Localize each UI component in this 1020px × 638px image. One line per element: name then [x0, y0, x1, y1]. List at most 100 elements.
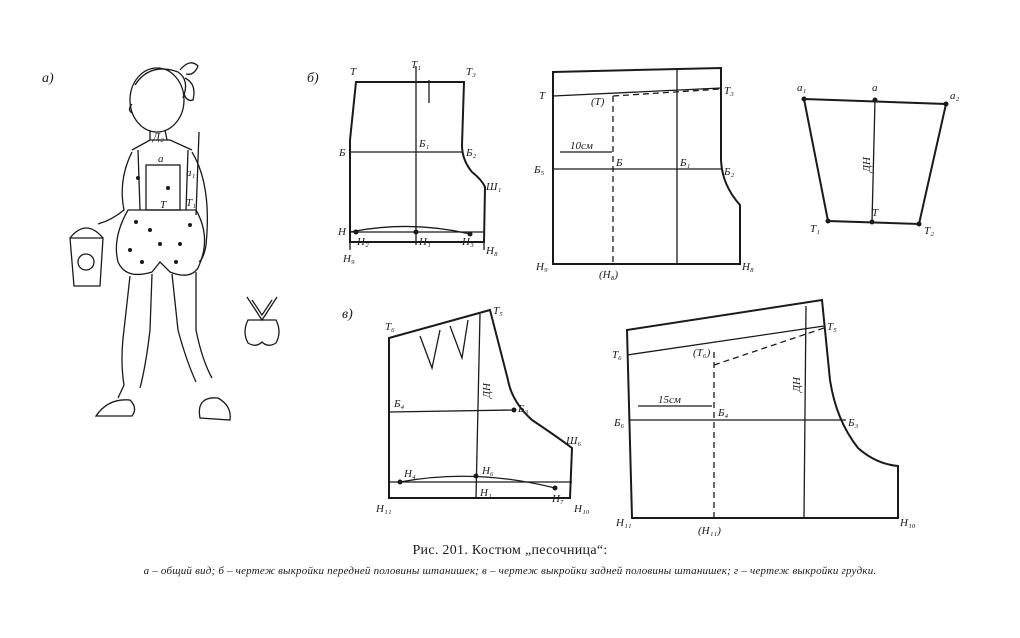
- back-view-bloomers: [244, 319, 280, 346]
- panel-label-b: б): [307, 71, 319, 86]
- br-label-t6p: (Т₆): [693, 347, 711, 359]
- fl-label-sh1: Ш₁: [485, 181, 501, 193]
- br-label-dn: ДН: [791, 376, 803, 393]
- caption-text: а – общий вид; б – чертеж выкройки перед…: [143, 565, 877, 577]
- br-label-b4: Б₄: [717, 407, 728, 419]
- back-pattern-right: 15см Т₅ Т₆ (Т₆) Б₄ ДН Б₆ Б₃ Н₁₁ (Н₁₁) Н₁…: [612, 298, 916, 537]
- bib-label-t2: Т₂: [924, 225, 934, 237]
- fr-label-t3: Т₃: [724, 85, 734, 97]
- br-label-cm: 15см: [658, 394, 681, 406]
- br-label-n11p: (Н₁₁): [698, 525, 721, 537]
- child-label-a1: а₁: [186, 167, 196, 179]
- bl-label-b3: Б₃: [517, 403, 528, 415]
- front-left-hem-curve: [349, 225, 471, 235]
- bl-label-n7: Н₇: [551, 493, 564, 505]
- child-head: [129, 67, 185, 133]
- child-straps: [137, 149, 189, 211]
- bl-label-sh6: Ш₆: [565, 435, 581, 447]
- back-left-center-line: [475, 313, 481, 499]
- back-pattern-left: Т₆ Т₅ ДН Б₄ Б₃ Ш₆ Н₄ Н₆ Н₁ Н₇ Н₁₁ Н₁₀: [375, 305, 590, 515]
- bib-label-a1: а₁: [797, 82, 807, 94]
- bib-label-dn: ДН: [861, 156, 873, 173]
- child-label-t1: Т₁: [186, 197, 196, 209]
- back-left-dart-2: [449, 319, 469, 361]
- fl-label-n1: Н₁: [418, 236, 431, 248]
- br-label-b3: Б₃: [847, 417, 858, 429]
- child-back-view: [244, 296, 280, 346]
- bl-label-n10: Н₁₀: [573, 503, 590, 515]
- child-left-arm: [97, 151, 133, 225]
- bib-label-a2: а₂: [950, 90, 960, 102]
- br-label-n11: Н₁₁: [615, 517, 632, 529]
- bib-label-a: а: [872, 82, 878, 94]
- fl-label-t1: Т₁: [411, 59, 421, 71]
- child-left-shoe: [94, 399, 136, 417]
- child-illustration: Д₂ а а₁ Т Т₁: [69, 62, 231, 421]
- child-hair-bow: [179, 62, 199, 75]
- fl-label-n3: Н₃: [461, 236, 474, 248]
- fl-label-n9: Н₉: [342, 253, 355, 265]
- child-label-d2: Д₂: [152, 131, 164, 143]
- fl-label-n2: Н₂: [356, 236, 369, 248]
- bucket-handle: [69, 227, 104, 239]
- fl-label-t3: Т₃: [466, 66, 476, 78]
- front-right-outline: [552, 66, 741, 265]
- fr-label-b5: Б₅: [533, 164, 544, 176]
- fl-label-t: Т: [350, 66, 357, 78]
- br-label-t5: Т₅: [827, 321, 837, 333]
- fl-label-b1: Б₁: [418, 138, 429, 150]
- child-measure-line: [195, 131, 200, 216]
- fr-label-b: Б: [615, 157, 623, 169]
- child-right-leg-inner: [171, 273, 197, 383]
- child-hair: [134, 68, 187, 99]
- back-left-dart-1: [419, 329, 441, 371]
- br-label-b6: Б₆: [613, 417, 624, 429]
- bl-label-b4: Б₄: [393, 398, 404, 410]
- child-bloomers: [115, 209, 206, 276]
- back-right-waist-line: [626, 325, 825, 356]
- back-left-outline: [388, 308, 574, 499]
- fr-label-b2: Б₂: [723, 166, 734, 178]
- fr-label-n9: Н₉: [535, 261, 548, 273]
- child-ear: [128, 103, 133, 114]
- bl-label-t5: Т₅: [493, 305, 503, 317]
- fr-label-t: Т: [539, 90, 546, 102]
- child-right-leg: [195, 272, 213, 379]
- fr-label-tp: (Т): [591, 96, 605, 108]
- child-label-a: а: [158, 153, 164, 165]
- back-right-center-line: [803, 305, 807, 519]
- caption-title: Рис. 201. Костюм „песочница“:: [412, 543, 608, 558]
- child-neck: [149, 129, 168, 141]
- fr-label-n8p: (Н₈): [599, 269, 618, 281]
- child-left-leg: [117, 275, 131, 399]
- bl-label-t6: Т₆: [385, 321, 395, 333]
- bl-label-n11: Н₁₁: [375, 503, 392, 515]
- bib-pattern: а₁ а а₂ ДН Т₁ Т Т₂: [797, 82, 960, 237]
- front-pattern-left: Т Т₁ Т₃ Б Б₁ Б₂ Ш₁ Н Н₂ Н₁ Н₃ Н₉ Н₈: [337, 59, 501, 265]
- bucket-flower-icon: [77, 253, 95, 271]
- bl-label-n1: Н₁: [479, 487, 492, 499]
- fr-label-n8: Н₈: [741, 261, 754, 273]
- front-right-dashed-waist: [612, 88, 722, 97]
- child-fabric-print: [128, 176, 192, 264]
- back-view-straps-inner: [251, 299, 273, 317]
- front-pattern-right: 10см Т (Т) Т₃ Б₅ Б Б₁ Б₂ Н₉ (Н₈) Н₈: [533, 66, 754, 281]
- back-left-hip-line: [388, 409, 515, 413]
- back-view-straps: [246, 296, 278, 322]
- child-ponytail: [183, 77, 195, 102]
- bib-label-t: Т: [872, 207, 879, 219]
- front-left-outline: [349, 81, 487, 243]
- back-right-outline: [625, 298, 899, 519]
- bib-center-line: [871, 99, 876, 223]
- fl-label-n8: Н₈: [485, 245, 498, 257]
- child-shoulders: [131, 139, 193, 151]
- child-left-leg-inner: [139, 273, 153, 389]
- child-label-t: Т: [160, 199, 167, 211]
- bl-label-n4: Н₄: [403, 468, 416, 480]
- bib-label-t1: Т₁: [810, 223, 820, 235]
- panel-label-v: в): [342, 307, 353, 322]
- figure-caption: Рис. 201. Костюм „песочница“: а – общий …: [0, 543, 1020, 577]
- br-label-t6: Т₆: [612, 349, 622, 361]
- fl-label-b: Б: [338, 147, 346, 159]
